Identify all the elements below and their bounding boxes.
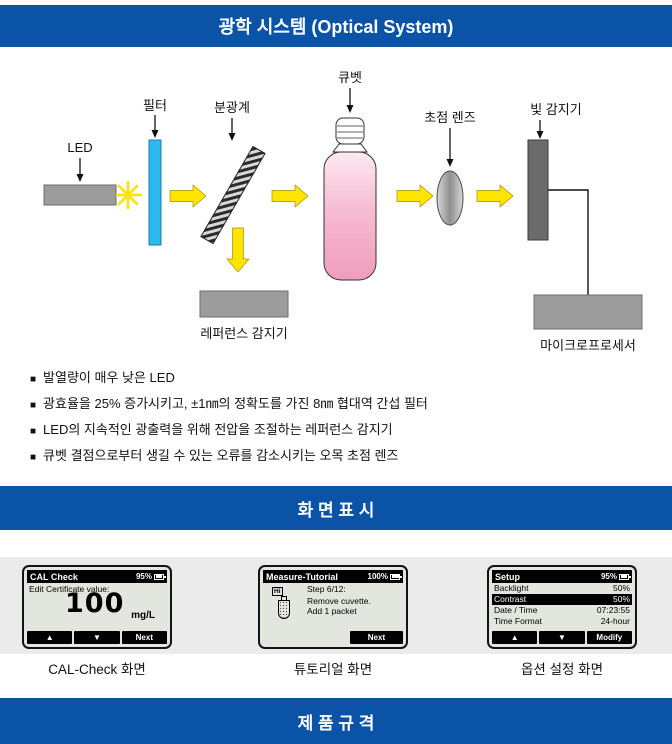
lcd-title: CAL Check	[30, 571, 78, 582]
battery-icon	[154, 573, 166, 580]
section-header-spec: 제 품 규 격	[0, 698, 672, 744]
setup-row: Time Format 24-hour	[492, 616, 632, 627]
lcd-footer: Next	[263, 631, 403, 644]
bullet-icon: ■	[30, 400, 37, 411]
unit-label: mg/L	[131, 610, 155, 621]
section-header-optical-system: 광학 시스템 (Optical System)	[0, 5, 672, 47]
label-cuvette: 큐벳	[338, 70, 362, 85]
next-button: Next	[349, 631, 403, 644]
lcd-body: Edit Certificate value: 100 mg/L	[27, 583, 167, 631]
label-beam-splitter: 분광계	[214, 100, 250, 115]
lcd-body: Step 6/12: Remove cuvette. Add 1 packet …	[263, 583, 403, 631]
battery-icon	[390, 573, 402, 580]
up-button: ▲	[27, 631, 73, 644]
battery-percent: 100%	[367, 572, 388, 581]
setup-row-value: 24-hour	[600, 616, 630, 626]
setup-row-selected: Contrast 50%	[492, 594, 632, 605]
label-focus-lens: 초점 렌즈	[424, 110, 475, 125]
filter-shape	[148, 139, 162, 246]
battery-percent: 95%	[600, 572, 617, 581]
bullet-icon: ■	[30, 374, 37, 385]
mini-cuvette-icon	[278, 600, 290, 619]
screen-caption-cal-check: CAL-Check 화면	[48, 662, 146, 677]
cuvette-shape	[323, 117, 377, 281]
bullet-icon: ■	[30, 426, 37, 437]
battery-percent: 95%	[135, 572, 152, 581]
section-title-optical: 광학 시스템 (Optical System)	[218, 17, 454, 37]
reference-detector-shape	[199, 290, 289, 318]
battery-icon	[619, 573, 631, 580]
lcd-screen-setup: Setup 95% Backlight 50% Contrast 50% Dat…	[487, 565, 637, 649]
setup-row-label: Contrast	[494, 594, 527, 604]
section-header-display: 화 면 표 시	[0, 486, 672, 530]
lcd-title: Setup	[495, 571, 521, 582]
setup-row-value: 50%	[612, 583, 630, 593]
tutorial-line1: Remove cuvette.	[307, 596, 371, 606]
feature-item: ■ 광효율을 25% 증가시키고, ±1㎚의 정확도를 가진 8㎚ 협대역 간섭…	[30, 392, 656, 418]
pointer-arrow-lines	[79, 88, 541, 175]
screen-caption-setup: 옵션 설정 화면	[520, 662, 604, 677]
feature-item: ■ LED의 지속적인 광출력을 위해 전압을 조절하는 레퍼런스 감지기	[30, 418, 656, 444]
certificate-value: 100	[65, 588, 125, 619]
light-burst-icon	[115, 180, 143, 210]
lcd-footer: ▲ ▼ Modify	[492, 631, 632, 644]
setup-row-label: Date / Time	[494, 605, 538, 615]
lcd-screen-tutorial: Measure-Tutorial 100% Step 6/12: Remove …	[258, 565, 408, 649]
screen-caption-tutorial: 튜토리얼 화면	[293, 662, 373, 677]
light-detector-shape	[527, 139, 549, 241]
optical-system-diagram: LED 필터 분광계 큐벳 초점 렌즈 빛 감지기 레퍼런스 감지기 마이크로프…	[0, 48, 672, 366]
section-title-spec: 제 품 규 격	[297, 713, 375, 733]
label-reference-detector: 레퍼런스 감지기	[200, 326, 287, 341]
lcd-header: Setup 95%	[492, 570, 632, 583]
feature-item: ■ 큐벳 결점으로부터 생길 수 있는 오류를 감소시키는 오목 초점 렌즈	[30, 444, 656, 470]
optical-diagram-svg: LED 필터 분광계 큐벳 초점 렌즈 빛 감지기 레퍼런스 감지기 마이크로프…	[43, 70, 643, 353]
pointer-arrow-heads	[76, 105, 544, 182]
setup-row: Backlight 50%	[492, 583, 632, 594]
setup-row-label: Backlight	[494, 583, 529, 593]
label-filter: 필터	[143, 98, 167, 113]
setup-row: Date / Time 07:23:55	[492, 605, 632, 616]
lcd-footer: ▲ ▼ Next	[27, 631, 167, 644]
section-title-display: 화 면 표 시	[297, 500, 375, 520]
focus-lens-shape	[436, 170, 464, 226]
next-button: Next	[121, 631, 167, 644]
label-light-detector: 빛 감지기	[530, 102, 581, 117]
setup-row-value: 07:23:55	[596, 605, 630, 615]
modify-button: Modify	[586, 631, 632, 644]
up-button: ▲	[492, 631, 538, 644]
feature-text: 큐벳 결점으로부터 생길 수 있는 오류를 감소시키는 오목 초점 렌즈	[43, 448, 399, 463]
lcd-body: Backlight 50% Contrast 50% Date / Time 0…	[492, 583, 632, 631]
footer-spacer	[263, 631, 348, 644]
edit-certificate-label: Edit Certificate value:	[29, 584, 110, 594]
down-button: ▼	[539, 631, 585, 644]
led-shape	[43, 184, 117, 206]
lcd-header: CAL Check 95%	[27, 570, 167, 583]
lcd-header: Measure-Tutorial 100%	[263, 570, 403, 583]
microprocessor-shape	[533, 294, 643, 330]
label-led: LED	[67, 140, 92, 155]
beam-splitter-shape	[200, 145, 266, 245]
feature-list: ■ 발열량이 매우 낮은 LED ■ 광효율을 25% 증가시키고, ±1㎚의 …	[30, 366, 656, 470]
bullet-icon: ■	[30, 452, 37, 463]
setup-row-label: Time Format	[494, 616, 542, 626]
connector-line	[548, 189, 589, 295]
down-button: ▼	[74, 631, 120, 644]
beam-arrows	[169, 184, 514, 273]
lcd-title: Measure-Tutorial	[266, 571, 338, 582]
tutorial-step: Step 6/12:	[307, 584, 346, 594]
feature-text: 광효율을 25% 증가시키고, ±1㎚의 정확도를 가진 8㎚ 협대역 간섭 필…	[43, 396, 428, 411]
feature-text: LED의 지속적인 광출력을 위해 전압을 조절하는 레퍼런스 감지기	[43, 422, 393, 437]
tutorial-line2: Add 1 packet	[307, 606, 357, 616]
lcd-screen-cal-check: CAL Check 95% Edit Certificate value: 10…	[22, 565, 172, 649]
feature-text: 발열량이 매우 낮은 LED	[43, 370, 175, 385]
feature-item: ■ 발열량이 매우 낮은 LED	[30, 366, 656, 392]
setup-row-value: 50%	[612, 594, 630, 604]
label-microprocessor: 마이크로프로세서	[540, 338, 636, 353]
hi-tag: Hi	[272, 587, 283, 596]
